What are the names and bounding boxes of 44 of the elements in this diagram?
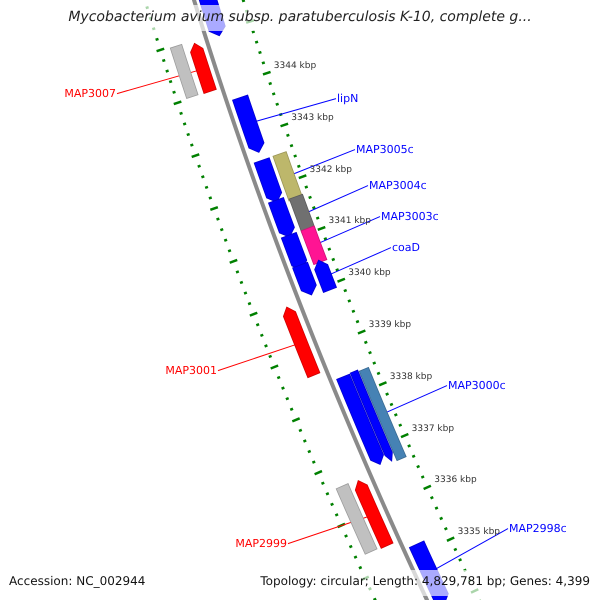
gene-feature [254,157,282,203]
gene-label: MAP3000c [448,379,506,392]
scale-label: 3340 kbp [348,268,391,279]
gene-label: lipN [337,92,358,106]
leader-line [436,528,508,570]
gene-feature [336,483,378,555]
gene-feature [336,374,384,466]
gene-label: MAP3003c [381,210,439,224]
scale-label: 3344 kbp [274,61,316,72]
gene-feature [300,225,328,266]
gene-feature [283,306,320,378]
footer-text: Topology: circular; Length: 4,829,781 bp; Genes: 4,399 [260,574,590,588]
title: Mycobacterium avium subsp. paratuberculosis K-10, complete g... [67,9,533,26]
scale-label: 3343 kbp [291,112,334,124]
leader-line [330,247,392,274]
gene-label: MAP3007 [64,87,116,100]
gene-feature [354,480,394,549]
leader-line [256,98,336,122]
scale-label: 3342 kbp [310,164,352,176]
leader-line [293,149,356,174]
leader-line [308,185,368,212]
gene-feature [232,94,264,153]
scale-label: 3341 kbp [328,216,371,228]
gene-feature [292,262,317,296]
gene-label: coaD [392,241,420,254]
gene-label: MAP2998c [509,522,567,536]
gene-feature [268,197,295,238]
leader-line [218,344,296,372]
gene-feature [272,151,303,202]
leader-line [320,216,380,244]
gene-label: MAP2999 [235,537,287,550]
leader-line [386,385,448,413]
footer-text: Accession: NC_002944 [9,574,146,588]
gene-feature [170,44,199,99]
gene-feature [314,260,338,293]
gene-label: MAP3001 [165,364,217,378]
scale-label: 3337 kbp [412,424,454,434]
scale-label: 3338 kbp [390,372,432,383]
scale-label: 3336 kbp [434,475,477,486]
scale-label: 3339 kbp [368,320,412,331]
gene-feature [190,42,217,94]
gene-label: MAP3004c [369,179,427,192]
scale-label: 3335 kbp [458,527,500,538]
gene-label: MAP3005c [356,143,414,156]
